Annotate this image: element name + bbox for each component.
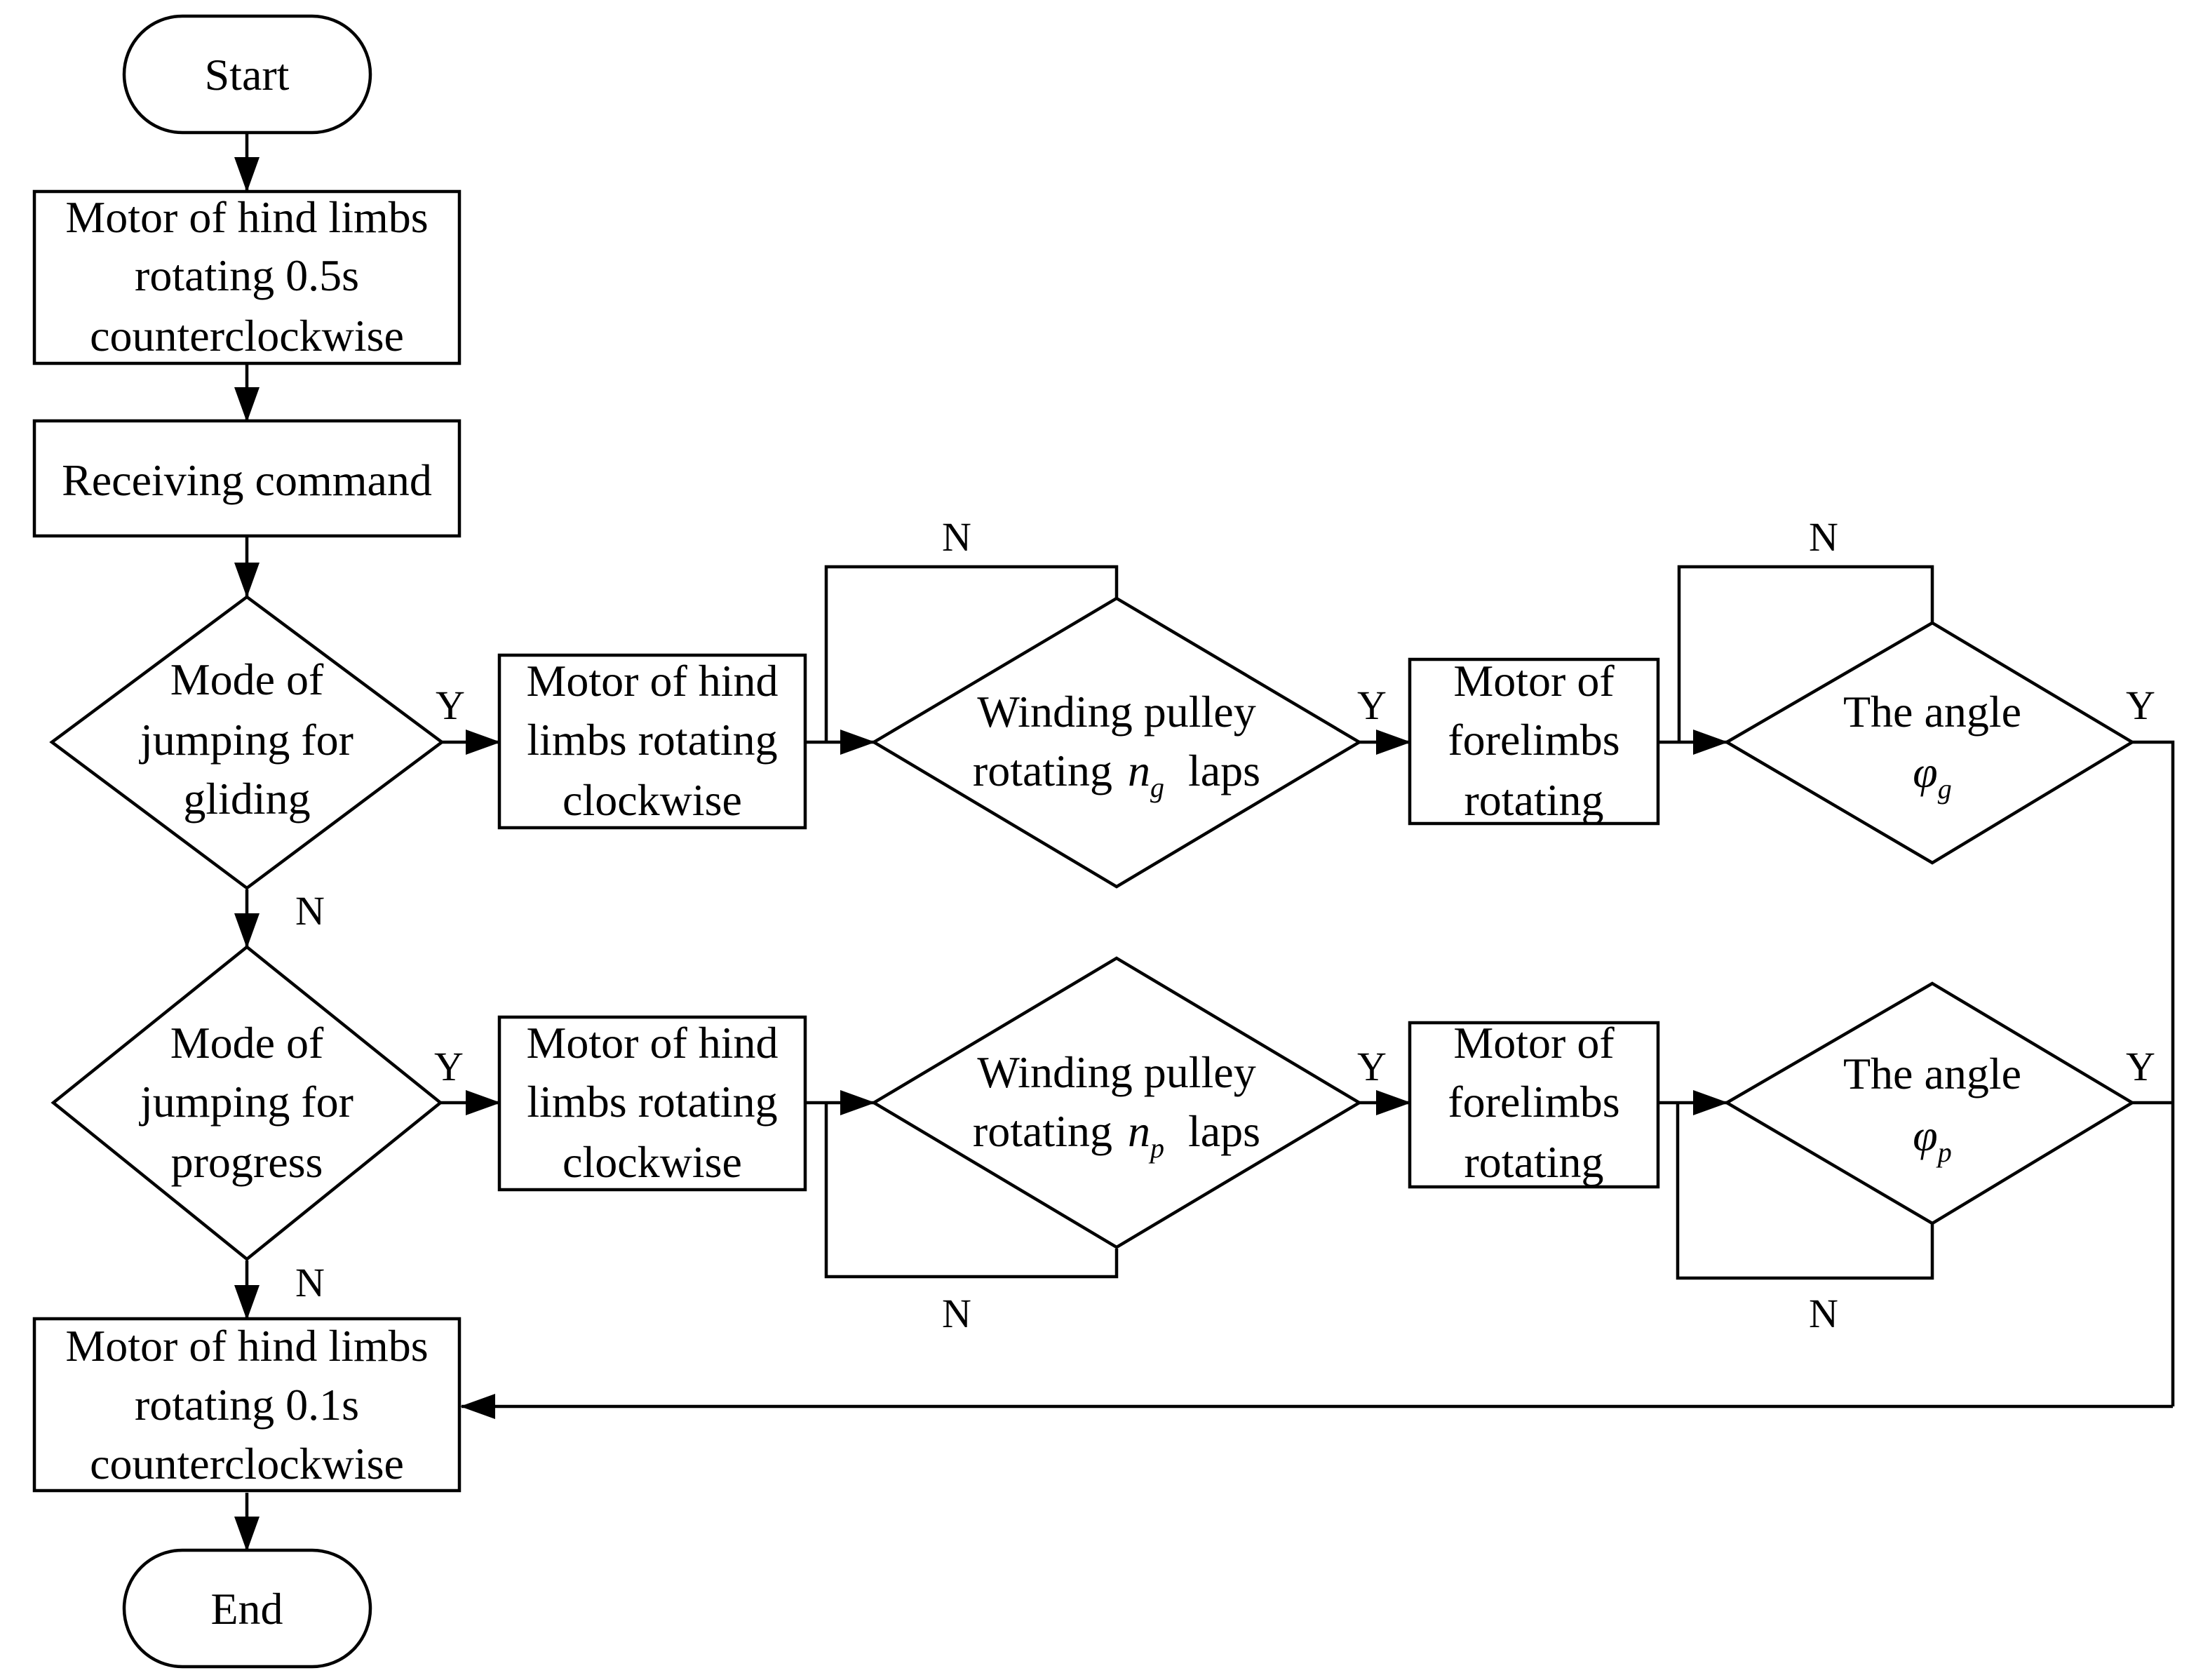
- start-terminal: Start: [122, 14, 372, 135]
- pulley-ng-suffix: laps: [1188, 746, 1260, 795]
- receiving-command-box: Receiving command: [32, 419, 462, 538]
- edge-labels: Y N N Y N Y Y N Y N Y N: [295, 514, 2155, 1336]
- hind-limbs-0-1s-line-3: counterclockwise: [90, 1439, 404, 1489]
- loop-pulley-np-no: [824, 1103, 1119, 1279]
- connectors: [234, 133, 2175, 1552]
- pulley-ng-prefix: rotating: [973, 746, 1112, 795]
- hind-limbs-0-5s-box: Motor of hind limbs rotating 0.5s counte…: [32, 189, 462, 365]
- hind-cw-top-line-3: clockwise: [563, 775, 742, 825]
- angle-phig-line-1: The angle: [1843, 687, 2021, 737]
- angle-phip-line-2: φp: [1913, 1110, 1951, 1168]
- decision-angle-phip: The angle φp: [1723, 981, 2136, 1225]
- mode-progress-line-3: progress: [171, 1137, 323, 1187]
- hind-cw-top-line-1: Motor of hind: [526, 656, 778, 706]
- hind-cw-top-line-2: limbs rotating: [527, 715, 777, 765]
- hind-limbs-0-1s-box: Motor of hind limbs rotating 0.1s counte…: [32, 1317, 462, 1493]
- end-label: End: [210, 1584, 283, 1634]
- start-label: Start: [205, 50, 290, 100]
- pulley-np-prefix: rotating: [973, 1106, 1112, 1156]
- hind-limbs-0-5s-line-1: Motor of hind limbs: [65, 192, 428, 242]
- pulley-np-line-1: Winding pulley: [977, 1047, 1255, 1097]
- hind-limbs-0-5s-line-3: counterclockwise: [90, 311, 404, 361]
- hind-limbs-0-1s-line-2: rotating 0.1s: [135, 1380, 359, 1430]
- label-no-angle-phig: N: [1809, 514, 1838, 560]
- angle-phip-subscript: p: [1936, 1136, 1952, 1168]
- forelimbs-bottom-box: Motor of forelimbs rotating: [1408, 1018, 1660, 1189]
- label-yes-angle-phip: Y: [2126, 1044, 2155, 1089]
- hind-cw-bottom-line-1: Motor of hind: [526, 1018, 778, 1068]
- loop-angle-phip-no: [1676, 1103, 1934, 1280]
- angle-phig-line-2: φg: [1913, 747, 1951, 805]
- bus-angle-phig-yes: [2132, 740, 2175, 1406]
- label-no-mode-progress: N: [295, 1260, 325, 1305]
- mode-gliding-line-2: jumping for: [139, 715, 353, 765]
- pulley-ng-subscript: g: [1150, 772, 1164, 803]
- fore-top-line-2: forelimbs: [1448, 715, 1619, 765]
- pulley-ng-symbol: n: [1128, 746, 1150, 795]
- mode-gliding-line-3: gliding: [183, 774, 310, 824]
- hind-limbs-clockwise-top-box: Motor of hind limbs rotating clockwise: [497, 653, 807, 830]
- angle-phip-symbol: φ: [1913, 1110, 1937, 1160]
- hind-cw-bottom-line-2: limbs rotating: [527, 1077, 777, 1127]
- label-yes-mode-gliding: Y: [436, 683, 465, 728]
- forelimbs-top-box: Motor of forelimbs rotating: [1408, 656, 1660, 826]
- fore-top-line-3: rotating: [1464, 775, 1603, 825]
- pulley-np-subscript: p: [1148, 1132, 1164, 1164]
- label-no-angle-phip: N: [1809, 1291, 1838, 1336]
- angle-phip-line-1: The angle: [1843, 1049, 2021, 1098]
- fore-bottom-line-3: rotating: [1464, 1137, 1603, 1187]
- fore-top-line-1: Motor of: [1453, 656, 1615, 706]
- hind-limbs-0-5s-line-2: rotating 0.5s: [135, 250, 359, 300]
- label-yes-mode-progress: Y: [434, 1044, 464, 1089]
- label-no-pulley-ng: N: [942, 514, 971, 560]
- loop-angle-phig-no: [1677, 565, 1934, 742]
- fore-bottom-line-1: Motor of: [1453, 1018, 1615, 1068]
- end-terminal: End: [122, 1548, 372, 1669]
- mode-progress-line-2: jumping for: [139, 1077, 353, 1127]
- label-no-mode-gliding: N: [295, 888, 325, 934]
- hind-cw-bottom-line-3: clockwise: [563, 1137, 742, 1187]
- decision-mode-gliding: Mode of jumping for gliding: [49, 595, 445, 890]
- label-yes-pulley-np: Y: [1357, 1044, 1387, 1089]
- pulley-np-suffix: laps: [1188, 1106, 1260, 1156]
- label-yes-angle-phig: Y: [2126, 683, 2155, 728]
- mode-progress-line-1: Mode of: [170, 1018, 324, 1068]
- angle-phig-symbol: φ: [1913, 747, 1937, 797]
- receiving-command-label: Receiving command: [62, 455, 432, 505]
- decision-mode-progress: Mode of jumping for progress: [50, 945, 443, 1261]
- decision-angle-phig: The angle φg: [1723, 621, 2136, 865]
- label-yes-pulley-ng: Y: [1357, 683, 1387, 728]
- pulley-np-symbol: n: [1128, 1106, 1150, 1156]
- loop-pulley-ng-no: [824, 565, 1119, 742]
- label-no-pulley-np: N: [942, 1291, 971, 1336]
- pulley-ng-line-1: Winding pulley: [977, 687, 1255, 737]
- hind-limbs-0-1s-line-1: Motor of hind limbs: [65, 1321, 428, 1371]
- hind-limbs-clockwise-bottom-box: Motor of hind limbs rotating clockwise: [497, 1015, 807, 1192]
- fore-bottom-line-2: forelimbs: [1448, 1077, 1619, 1127]
- mode-gliding-line-1: Mode of: [170, 654, 324, 704]
- angle-phig-subscript: g: [1938, 773, 1952, 805]
